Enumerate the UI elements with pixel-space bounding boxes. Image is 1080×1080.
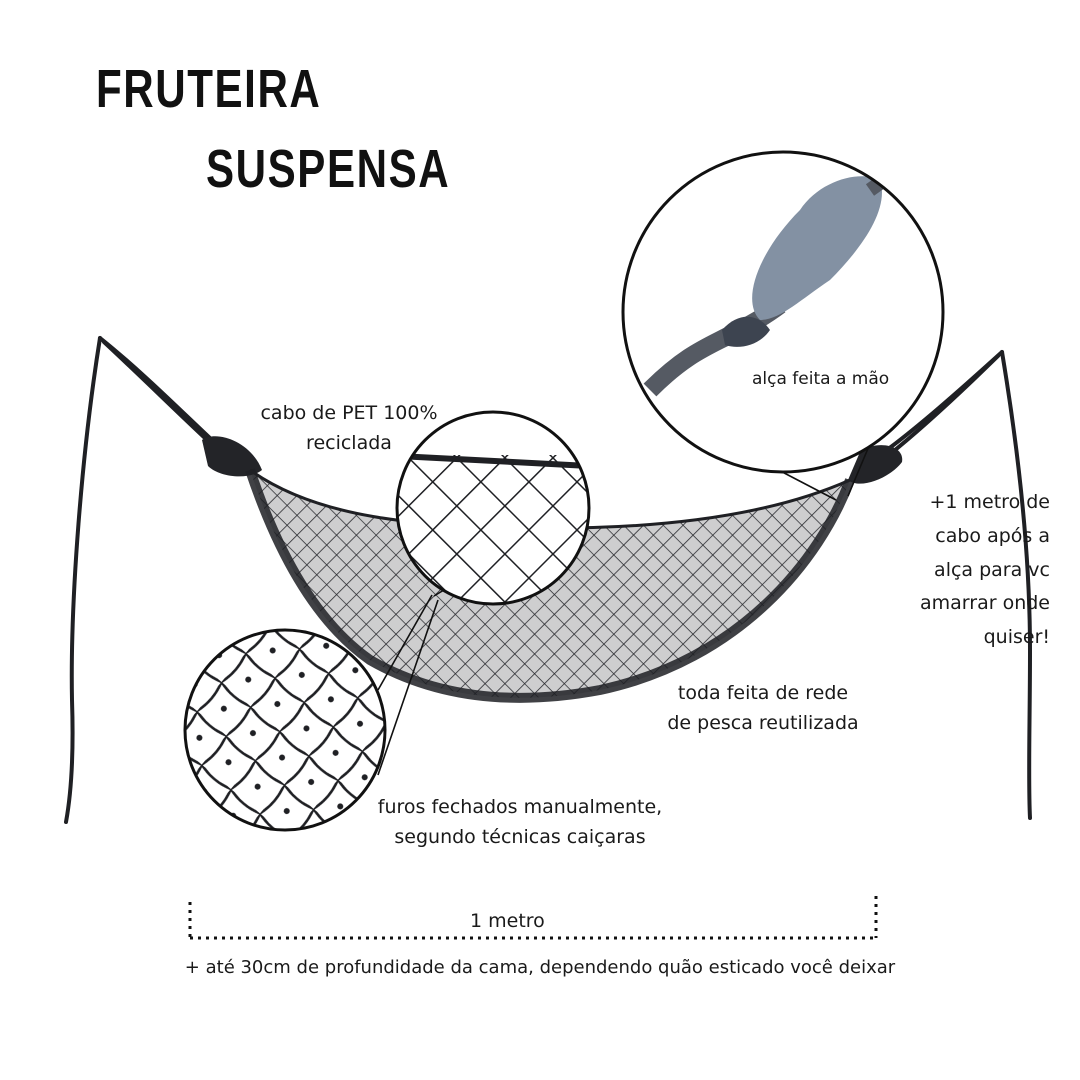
title-line-1: FRUTEIRA [96,59,322,119]
length-label: 1 metro [470,910,545,932]
title-line-2: SUSPENSA [206,139,451,199]
rope-line-4: amarrar onde [920,592,1050,615]
holes-line-2: segundo técnicas caiçaras [394,826,646,849]
rope-line-1: +1 metro de [929,491,1050,513]
holes-annotation: furos fechados manualmente, segundo técn… [360,792,680,853]
cable-annotation: cabo de PET 100% reciclada [254,398,444,459]
zoom-holes [183,628,387,832]
net-annotation: toda feita de rede de pesca reutilizada [648,678,878,739]
length-dimension [188,896,878,940]
rope-line-2: cabo após a [935,524,1050,547]
cable-line-1: cabo de PET 100% [260,402,438,424]
depth-note: + até 30cm de profundidade da cama, depe… [184,957,896,978]
zoom-cable [395,410,591,606]
handle-annotation: alça feita a mão [752,369,890,389]
zoom-handle [621,150,945,474]
holes-line-1: furos fechados manualmente, [377,796,663,818]
left-handle [202,436,262,477]
rope-line-5: quiser! [983,626,1050,649]
net-line-1: toda feita de rede [677,682,849,704]
rope-line-3: alça para vc [934,558,1050,581]
cable-line-2: reciclada [306,432,392,455]
rope-annotation: +1 metro de cabo após a alça para vc ama… [860,486,1050,655]
right-handle [848,445,903,484]
net-line-2: de pesca reutilizada [667,712,859,735]
